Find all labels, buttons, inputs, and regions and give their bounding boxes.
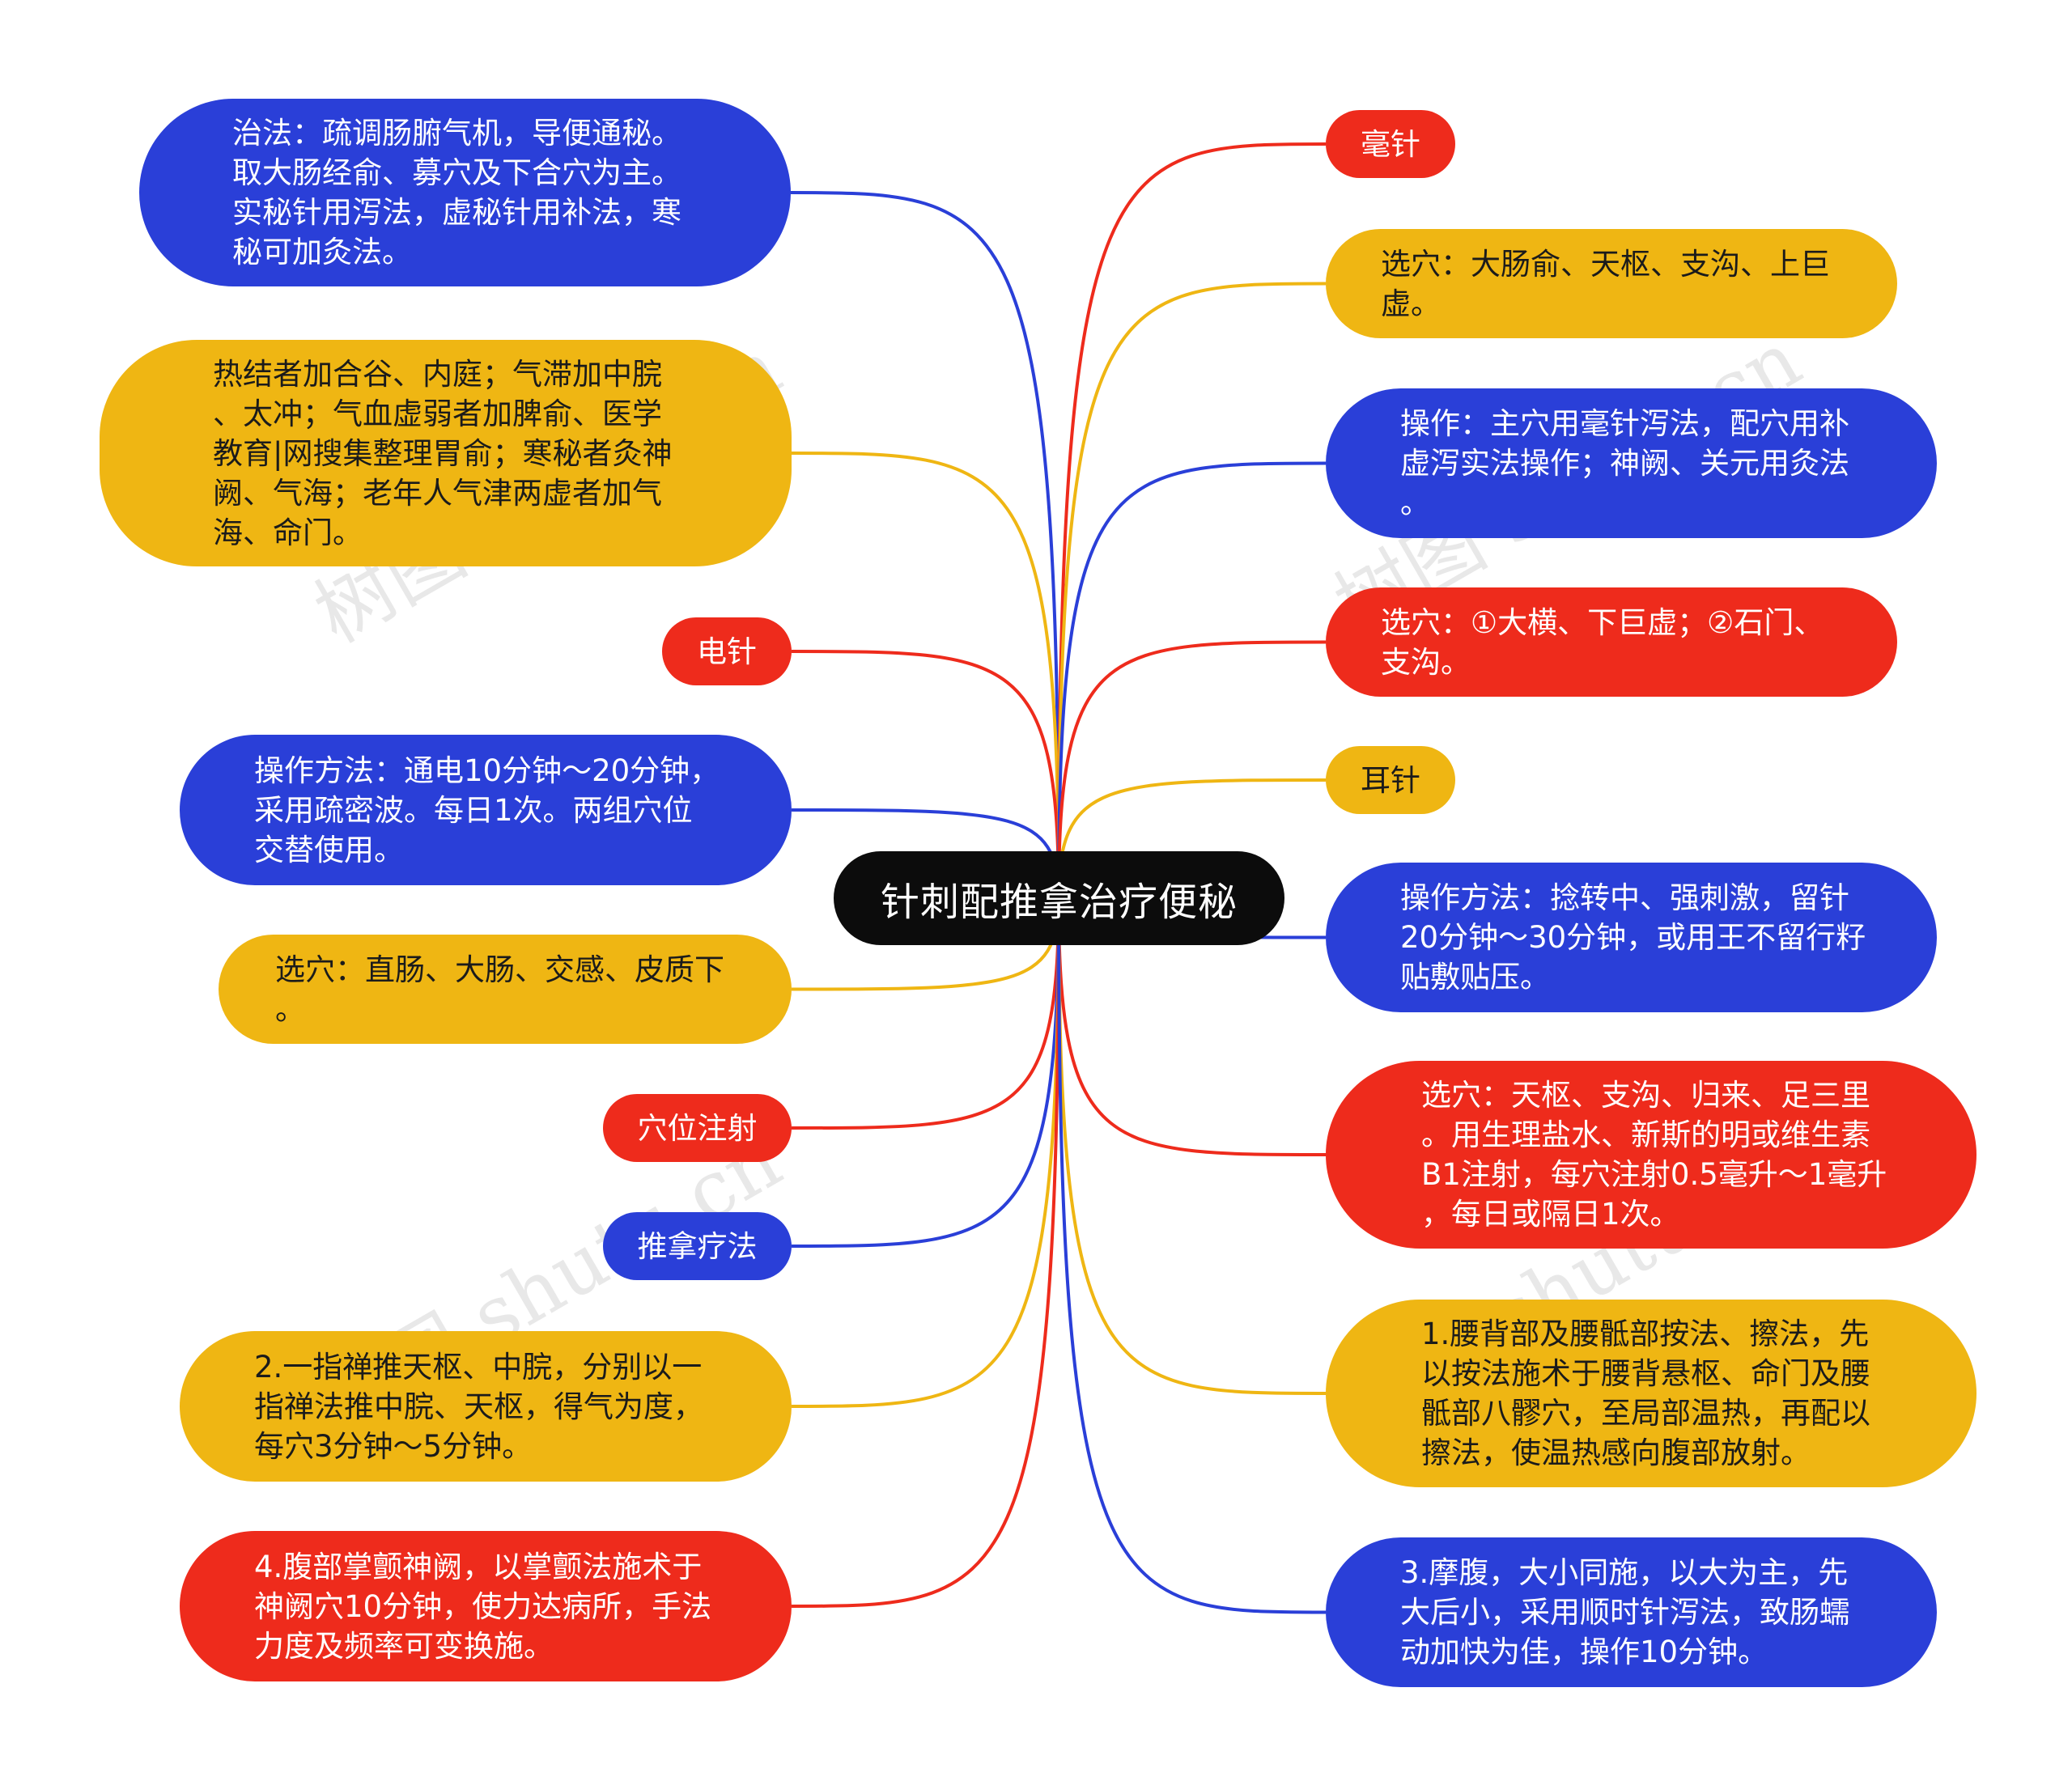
node-electro-acupoints[interactable]: 选穴：①大横、下巨虚；②石门、 支沟。 <box>1326 587 1897 697</box>
node-tuina-step-3[interactable]: 3.摩腹，大小同施，以大为主，先 大后小，采用顺时针泻法，致肠蠕 动加快为佳，操… <box>1326 1537 1937 1687</box>
node-text: 选穴：大肠俞、天枢、支沟、上巨 虚。 <box>1381 246 1830 321</box>
connector-line <box>1057 142 1327 899</box>
node-text: 2.一指禅推天枢、中脘，分别以一 指禅法推中脘、天枢，得气为度， 每穴3分钟～5… <box>254 1349 703 1464</box>
node-text: 操作：主穴用毫针泻法，配穴用补 虚泻实法操作；神阙、关元用灸法 。 <box>1400 406 1849 520</box>
central-topic[interactable]: 针刺配推拿治疗便秘 <box>834 851 1284 945</box>
connector-line <box>1057 897 1327 1156</box>
node-ear-acupuncture[interactable]: 耳针 <box>1326 746 1455 814</box>
node-text: 选穴：天枢、支沟、归来、足三里 。用生理盐水、新斯的明或维生素 B1注射，每穴注… <box>1421 1078 1887 1232</box>
node-filiform-acupoints[interactable]: 选穴：大肠俞、天枢、支沟、上巨 虚。 <box>1326 229 1897 338</box>
node-filiform-operation[interactable]: 操作：主穴用毫针泻法，配穴用补 虚泻实法操作；神阙、关元用灸法 。 <box>1326 388 1937 538</box>
connector-line <box>1057 897 1327 1395</box>
node-text: 推拿疗法 <box>637 1228 758 1264</box>
node-text: 热结者加合谷、内庭；气滞加中脘 、太冲；气血虚弱者加脾俞、医学 教育|网搜集整理… <box>213 356 673 550</box>
connector-line <box>791 650 1060 899</box>
connector-line <box>1057 461 1327 899</box>
node-ear-operation[interactable]: 操作方法：捻转中、强刺激，留针 20分钟～30分钟，或用王不留行籽 贴敷贴压。 <box>1326 863 1937 1012</box>
connector-line <box>1057 897 1327 1614</box>
connector-line <box>791 897 1060 1608</box>
connector-line <box>791 897 1060 1130</box>
node-injection-details[interactable]: 选穴：天枢、支沟、归来、足三里 。用生理盐水、新斯的明或维生素 B1注射，每穴注… <box>1326 1061 1976 1249</box>
connector-line <box>790 191 1060 899</box>
node-filiform-needle[interactable]: 毫针 <box>1326 110 1455 178</box>
node-text: 4.腹部掌颤神阙，以掌颤法施术于 神阙穴10分钟，使力达病所，手法 力度及频率可… <box>254 1549 712 1664</box>
node-ear-acupoints[interactable]: 选穴：直肠、大肠、交感、皮质下 。 <box>219 935 792 1044</box>
node-text: 电针 <box>697 634 757 669</box>
central-topic-label: 针刺配推拿治疗便秘 <box>880 880 1238 925</box>
node-acupoint-injection[interactable]: 穴位注射 <box>603 1094 792 1162</box>
connector-line <box>791 452 1060 899</box>
node-text: 选穴：直肠、大肠、交感、皮质下 。 <box>275 952 724 1027</box>
node-text: 选穴：①大横、下巨虚；②石门、 支沟。 <box>1381 604 1824 680</box>
connector-line <box>1057 282 1327 899</box>
node-text: 操作方法：通电10分钟～20分钟， 采用疏密波。每日1次。两组穴位 交替使用。 <box>254 753 720 867</box>
node-tuina-step-4[interactable]: 4.腹部掌颤神阙，以掌颤法施术于 神阙穴10分钟，使力达病所，手法 力度及频率可… <box>180 1531 792 1681</box>
node-tuina-step-1[interactable]: 1.腰背部及腰骶部按法、擦法，先 以按法施术于腰背悬枢、命门及腰 骶部八髎穴，至… <box>1326 1300 1976 1487</box>
connector-line <box>791 897 1060 1248</box>
node-text: 治法：疏调肠腑气机，导便通秘。 取大肠经俞、募穴及下合穴为主。 实秘针用泻法，虚… <box>232 116 681 269</box>
node-text: 耳针 <box>1361 762 1420 798</box>
node-tuina-therapy[interactable]: 推拿疗法 <box>603 1212 792 1280</box>
node-electroacupuncture[interactable]: 电针 <box>662 617 792 685</box>
node-text: 1.腰背部及腰骶部按法、擦法，先 以按法施术于腰背悬枢、命门及腰 骶部八髎穴，至… <box>1421 1317 1870 1470</box>
node-text: 穴位注射 <box>637 1110 758 1146</box>
node-text: 毫针 <box>1361 126 1420 162</box>
node-acupoint-additions[interactable]: 热结者加合谷、内庭；气滞加中脘 、太冲；气血虚弱者加脾俞、医学 教育|网搜集整理… <box>100 340 792 566</box>
node-electro-operation[interactable]: 操作方法：通电10分钟～20分钟， 采用疏密波。每日1次。两组穴位 交替使用。 <box>180 735 792 885</box>
node-treatment-principle[interactable]: 治法：疏调肠腑气机，导便通秘。 取大肠经俞、募穴及下合穴为主。 实秘针用泻法，虚… <box>139 99 791 286</box>
node-text: 3.摩腹，大小同施，以大为主，先 大后小，采用顺时针泻法，致肠蠕 动加快为佳，操… <box>1400 1555 1849 1669</box>
node-tuina-step-2[interactable]: 2.一指禅推天枢、中脘，分别以一 指禅法推中脘、天枢，得气为度， 每穴3分钟～5… <box>180 1331 792 1482</box>
connector-line <box>791 897 1060 1408</box>
connector-line <box>1057 640 1327 899</box>
node-text: 操作方法：捻转中、强刺激，留针 20分钟～30分钟，或用王不留行籽 贴敷贴压。 <box>1400 880 1866 994</box>
